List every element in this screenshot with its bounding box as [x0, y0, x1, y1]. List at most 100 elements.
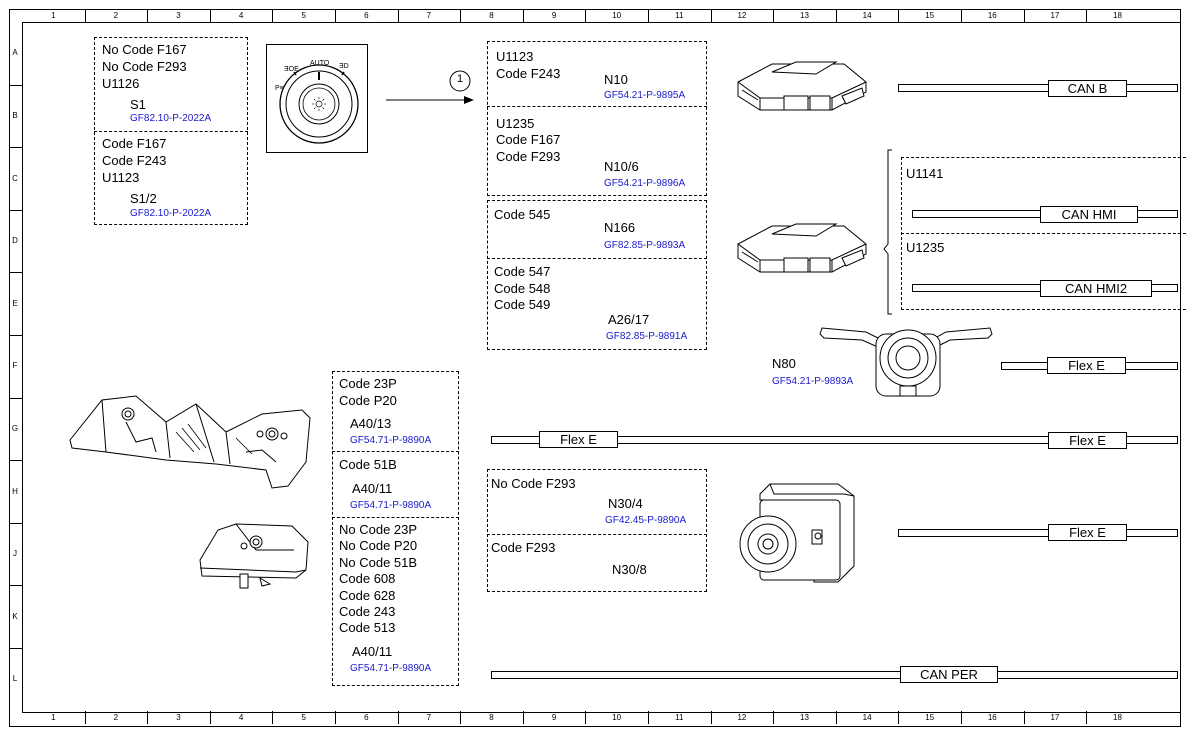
column-number: 8: [489, 713, 494, 722]
reference-link[interactable]: GF82.85-P-9893A: [604, 240, 686, 251]
grid-tick: [272, 9, 274, 22]
column-number: 10: [612, 11, 622, 20]
reference-link[interactable]: GF54.21-P-9895A: [604, 90, 686, 101]
code-line: Code 547: [494, 264, 551, 279]
column-number: 1: [51, 713, 56, 722]
code-line: Code F243: [102, 153, 167, 168]
grid-tick: [710, 711, 712, 724]
grid-tick: [961, 9, 962, 22]
light-switch-drawing: AUTO ƎOE ƎD P≡: [266, 44, 368, 153]
reference-link[interactable]: GF54.71-P-9890A: [350, 500, 432, 511]
grid-tick: [898, 711, 900, 724]
code-line: No Code P20: [339, 538, 418, 554]
control-unit-drawing: [737, 223, 867, 273]
code-line: No Code F167: [102, 42, 187, 57]
switch-auto-label: AUTO: [310, 60, 330, 67]
bus-label-flex-e-n30: Flex E: [1048, 524, 1127, 541]
code-line: U1235: [906, 240, 945, 255]
grid-tick: [84, 711, 86, 724]
column-number: 10: [612, 713, 622, 722]
column-number: 18: [1113, 11, 1122, 20]
column-number: 16: [987, 11, 997, 20]
code-line: Code 548: [494, 281, 551, 296]
row-letter: G: [11, 423, 19, 433]
component-a40-11: A40/11: [352, 481, 393, 496]
column-number: 4: [238, 713, 244, 722]
divider: [487, 534, 707, 535]
grid-tick: [585, 711, 587, 724]
grid-tick: [9, 460, 22, 462]
reference-link[interactable]: GF54.21-P-9896A: [604, 178, 686, 189]
box-a40: [332, 371, 459, 686]
divider: [332, 517, 459, 518]
column-number: 12: [737, 11, 747, 20]
divider: [901, 233, 1186, 234]
column-number: 8: [489, 11, 494, 20]
bus-label-can-hmi2: CAN HMI2: [1040, 280, 1152, 297]
steering-module-drawing: [819, 327, 993, 397]
column-number: 9: [551, 11, 557, 20]
component-n10-6: N10/6: [604, 159, 639, 174]
row-letter: A: [12, 48, 18, 58]
divider: [487, 258, 707, 259]
grid-tick: [9, 648, 22, 649]
code-line: Code 51B: [339, 457, 397, 472]
code-line: U1126: [102, 76, 140, 91]
grid-tick: [522, 711, 524, 724]
code-line: Code P20: [339, 393, 397, 408]
bus-line-flex-e-n30: [898, 529, 1178, 537]
grid-tick: [1086, 711, 1088, 724]
code-line: Code F243: [496, 66, 561, 81]
grid-tick: [585, 9, 587, 22]
bus-label-can-b: CAN B: [1048, 80, 1127, 97]
row-letter: J: [13, 549, 17, 559]
grid-tick: [335, 9, 336, 22]
reference-link[interactable]: GF82.10-P-2022A: [130, 208, 212, 219]
column-number: 11: [675, 11, 684, 20]
reference-link[interactable]: GF82.85-P-9891A: [606, 331, 688, 342]
column-number: 2: [113, 11, 119, 20]
bus-label-flex-e-left: Flex E: [539, 431, 618, 448]
switch-right-label: ƎD: [339, 63, 349, 70]
column-number: 5: [301, 11, 306, 20]
reference-link[interactable]: GF82.10-P-2022A: [130, 113, 212, 124]
divider: [94, 131, 248, 132]
component-a40-13: A40/13: [350, 416, 392, 431]
grid-tick: [1023, 9, 1025, 22]
column-number: 17: [1050, 713, 1060, 722]
bus-label-can-hmi: CAN HMI: [1040, 206, 1138, 223]
grid-tick: [272, 711, 274, 724]
component-a26-17: A26/17: [608, 312, 650, 327]
reference-link[interactable]: GF42.45-P-9890A: [605, 515, 687, 526]
row-letter: H: [12, 486, 18, 496]
code-line: Code 549: [494, 297, 551, 312]
grid-tick: [1023, 711, 1025, 724]
component-n30-8: N30/8: [612, 562, 647, 577]
column-number: 13: [800, 713, 809, 722]
grid-tick: [9, 397, 22, 399]
grid-tick: [648, 9, 649, 22]
grid-tick: [835, 9, 837, 22]
grid-tick: [209, 9, 211, 22]
reference-link[interactable]: GF54.71-P-9890A: [350, 435, 432, 446]
grid-tick: [9, 585, 22, 587]
reference-link[interactable]: GF54.71-P-9890A: [350, 663, 432, 674]
component-a40-11: A40/11: [352, 644, 393, 659]
code-line: Code 608: [339, 571, 396, 587]
row-letter: C: [12, 173, 18, 183]
box-n166: [487, 200, 707, 350]
callout-arrow: [386, 70, 474, 104]
row-letter: K: [12, 611, 18, 621]
code-line: Code 513: [339, 620, 396, 636]
code-line: Code 23P: [339, 376, 397, 391]
grid-tick: [9, 335, 22, 336]
column-number: 15: [925, 713, 935, 722]
column-number: 2: [113, 713, 119, 722]
column-number: 15: [925, 11, 935, 20]
grid-tick: [522, 9, 524, 22]
reference-link[interactable]: GF54.21-P-9893A: [772, 376, 854, 387]
column-number: 7: [426, 713, 432, 722]
code-line: No Code 51B: [339, 554, 418, 570]
grid-tick: [961, 711, 962, 724]
switch-side-label: P≡: [275, 85, 284, 92]
